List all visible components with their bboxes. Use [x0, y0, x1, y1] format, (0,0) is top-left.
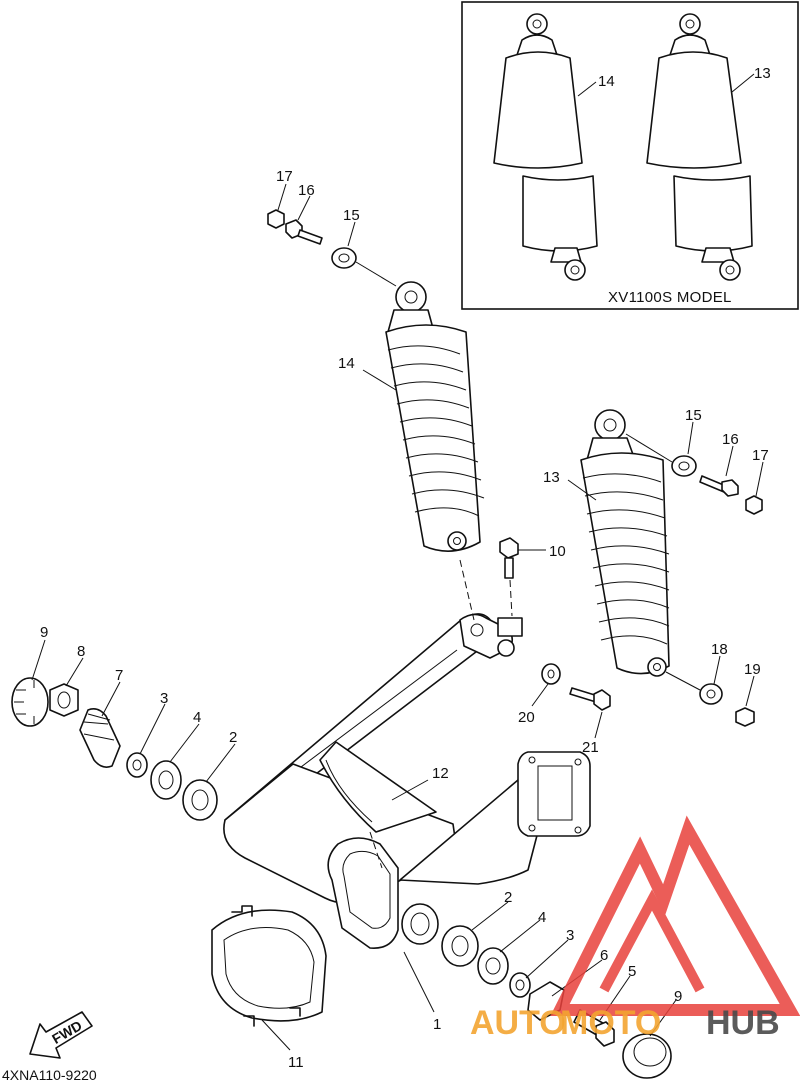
seal-4-right	[477, 947, 509, 985]
callout-19: 19	[744, 661, 761, 678]
callout-17-right: 17	[752, 447, 769, 464]
bolt-5	[573, 1009, 615, 1047]
watermark-logo	[550, 815, 800, 1016]
callout-9-left: 9	[40, 624, 48, 641]
callout-4-right: 4	[538, 909, 546, 926]
watermark-text: AUTO MOTO HUB	[470, 1004, 780, 1042]
callout-3-right: 3	[566, 927, 574, 944]
bearing-2-right	[441, 925, 479, 967]
shock-absorber-13	[580, 409, 670, 677]
bolt-16-top	[285, 219, 323, 245]
callout-8: 8	[77, 643, 85, 660]
watermark-text-hub: HUB	[706, 1004, 780, 1042]
callout-14: 14	[338, 355, 355, 372]
inset-shock-13	[646, 13, 753, 281]
callout-15-top: 15	[343, 207, 360, 224]
seal-4-left	[150, 760, 182, 800]
callout-5: 5	[628, 963, 636, 980]
bolt-10	[499, 537, 519, 579]
collar-3-left	[126, 752, 148, 778]
inset-box	[461, 1, 799, 310]
pivot-shaft-7	[79, 708, 121, 768]
callout-6: 6	[600, 947, 608, 964]
callout-1: 1	[433, 1016, 441, 1033]
inset-shock-14	[493, 13, 598, 281]
callout-13: 13	[543, 469, 560, 486]
washer-15-top	[331, 247, 357, 269]
bolt-16-right	[699, 475, 739, 497]
guard-11	[211, 905, 327, 1027]
callout-13-inset: 13	[754, 65, 771, 82]
cap-9-right	[622, 1033, 672, 1079]
washer-18	[699, 683, 723, 705]
watermark-text-moto: MOTO	[560, 1004, 661, 1042]
bearing-2-left	[182, 779, 218, 821]
callout-2-right: 2	[504, 889, 512, 906]
nut-8	[49, 683, 79, 717]
inset-model-label: XV1100S MODEL	[608, 289, 732, 306]
callout-17-top: 17	[276, 168, 293, 185]
callout-2-left: 2	[229, 729, 237, 746]
callout-14-inset: 14	[598, 73, 615, 90]
fwd-arrow-icon: FWD	[29, 1011, 93, 1059]
callout-12: 12	[432, 765, 449, 782]
nut-17-right	[745, 495, 763, 515]
callout-11: 11	[288, 1054, 304, 1071]
callout-16-right: 16	[722, 431, 739, 448]
callout-3-left: 3	[160, 690, 168, 707]
callout-21: 21	[582, 739, 599, 756]
nut-17-top	[267, 209, 285, 229]
shock-absorber-14	[385, 281, 485, 552]
washer-15-right	[671, 455, 697, 477]
watermark-text-auto: AUTO	[470, 1004, 566, 1042]
assembly-line-bolt-10	[509, 579, 513, 617]
callout-15-right: 15	[685, 407, 702, 424]
callout-18: 18	[711, 641, 728, 658]
collar-20	[541, 663, 561, 685]
callout-labels: 14 13 17 16 15 14 13 15 16 17 10 18 19 2…	[40, 65, 771, 1071]
collar-3-right	[509, 972, 531, 998]
cap-9-left	[11, 677, 49, 727]
assembly-line-shock-14	[459, 559, 475, 621]
bolt-21	[569, 687, 611, 711]
callout-4-left: 4	[193, 709, 201, 726]
callout-10: 10	[549, 543, 566, 560]
callout-16-top: 16	[298, 182, 315, 199]
watermark-triangle-icon	[550, 815, 800, 1016]
swingarm-1	[223, 613, 591, 949]
callout-20: 20	[518, 709, 535, 726]
callout-9-right: 9	[674, 988, 682, 1005]
part-code: 4XNA110-9220	[2, 1067, 97, 1083]
callout-7: 7	[115, 667, 123, 684]
nut-19	[735, 707, 755, 727]
